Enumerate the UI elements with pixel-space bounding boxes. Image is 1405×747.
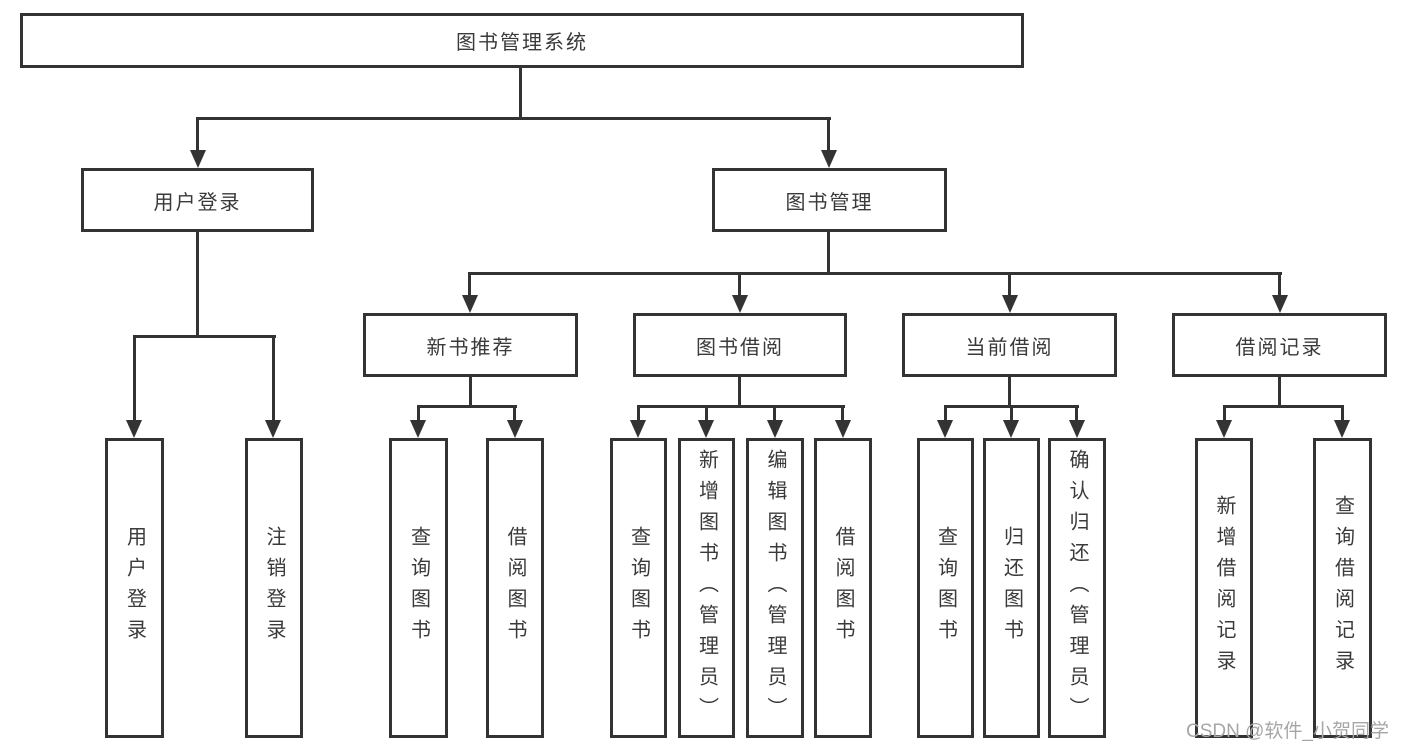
arrow-down-icon bbox=[767, 420, 783, 438]
connector-line bbox=[1008, 377, 1011, 408]
leaf-label: 用户登录 bbox=[123, 526, 146, 650]
connector-line bbox=[637, 405, 640, 422]
node-library-system: 图书管理系统 bbox=[20, 13, 1024, 68]
connector-line bbox=[1075, 405, 1078, 422]
arrow-down-icon bbox=[698, 420, 714, 438]
connector-line bbox=[196, 232, 199, 338]
arrow-down-icon bbox=[1334, 420, 1350, 438]
arrow-down-icon bbox=[1216, 420, 1232, 438]
connector-line bbox=[1223, 405, 1226, 422]
node-book-management: 图书管理 bbox=[712, 168, 947, 232]
connector-line bbox=[841, 405, 844, 422]
leaf-edit-books-admin: 编辑图书（管理员） bbox=[746, 438, 804, 738]
leaf-label: 借阅图书 bbox=[832, 526, 854, 650]
leaf-label: 归还图书 bbox=[1000, 526, 1023, 650]
connector-line bbox=[827, 232, 830, 275]
leaf-label: 新增图书（管理员） bbox=[695, 448, 718, 728]
connector-line bbox=[133, 335, 136, 422]
connector-line bbox=[738, 272, 741, 298]
leaf-user-login: 用户登录 bbox=[105, 438, 164, 738]
connector-line bbox=[513, 405, 516, 422]
leaf-query-books-borrow: 查询图书 bbox=[610, 438, 667, 738]
leaf-confirm-return-admin: 确认归还（管理员） bbox=[1048, 438, 1106, 738]
connector-line bbox=[133, 335, 276, 338]
arrow-down-icon bbox=[835, 420, 851, 438]
leaf-logout: 注销登录 bbox=[245, 438, 303, 738]
connector-line bbox=[1008, 272, 1011, 298]
connector-line bbox=[705, 405, 708, 422]
arrow-down-icon bbox=[410, 420, 426, 438]
arrow-down-icon bbox=[1272, 295, 1288, 313]
connector-line bbox=[637, 405, 845, 408]
leaf-label: 查询借阅记录 bbox=[1331, 495, 1354, 681]
leaf-return-books: 归还图书 bbox=[983, 438, 1040, 738]
arrow-down-icon bbox=[1069, 420, 1085, 438]
node-new-book-recommend: 新书推荐 bbox=[363, 313, 578, 377]
leaf-label: 查询图书 bbox=[627, 526, 650, 650]
connector-line bbox=[417, 405, 517, 408]
connector-line bbox=[272, 335, 275, 422]
node-user-login: 用户登录 bbox=[81, 168, 314, 232]
connector-line bbox=[469, 377, 472, 408]
arrow-down-icon bbox=[126, 420, 142, 438]
arrow-down-icon bbox=[630, 420, 646, 438]
leaf-query-borrow-record: 查询借阅记录 bbox=[1313, 438, 1372, 738]
connector-line bbox=[1278, 272, 1281, 298]
leaf-label: 借阅图书 bbox=[504, 526, 526, 650]
connector-line bbox=[827, 117, 830, 152]
leaf-query-books-current: 查询图书 bbox=[917, 438, 974, 738]
arrow-down-icon bbox=[937, 420, 953, 438]
connector-line bbox=[1223, 405, 1344, 408]
connector-line bbox=[944, 405, 947, 422]
arrow-down-icon bbox=[507, 420, 523, 438]
leaf-label: 确认归还（管理员） bbox=[1066, 448, 1088, 728]
leaf-borrow-books: 借阅图书 bbox=[814, 438, 872, 738]
connector-line bbox=[196, 117, 199, 152]
leaf-borrow-books-recommend: 借阅图书 bbox=[486, 438, 544, 738]
leaf-label: 新增借阅记录 bbox=[1213, 495, 1235, 681]
node-book-borrow: 图书借阅 bbox=[633, 313, 847, 377]
leaf-label: 查询图书 bbox=[407, 526, 430, 650]
connector-line bbox=[469, 272, 1282, 275]
connector-line bbox=[417, 405, 420, 422]
leaf-label: 编辑图书（管理员） bbox=[764, 448, 786, 728]
leaf-query-books-recommend: 查询图书 bbox=[389, 438, 448, 738]
arrow-down-icon bbox=[1003, 420, 1019, 438]
arrow-down-icon bbox=[190, 150, 206, 168]
arrow-down-icon bbox=[732, 295, 748, 313]
connector-line bbox=[519, 68, 522, 120]
connector-line bbox=[196, 117, 831, 120]
leaf-label: 查询图书 bbox=[934, 526, 957, 650]
leaf-add-books-admin: 新增图书（管理员） bbox=[678, 438, 735, 738]
watermark: CSDN @软件_小贺同学 bbox=[1186, 721, 1389, 742]
connector-line bbox=[1341, 405, 1344, 422]
arrow-down-icon bbox=[265, 420, 281, 438]
node-borrow-records: 借阅记录 bbox=[1172, 313, 1387, 377]
arrow-down-icon bbox=[462, 295, 478, 313]
connector-line bbox=[468, 272, 471, 298]
arrow-down-icon bbox=[821, 150, 837, 168]
connector-line bbox=[738, 377, 741, 408]
leaf-add-borrow-record: 新增借阅记录 bbox=[1195, 438, 1253, 738]
node-current-borrow: 当前借阅 bbox=[902, 313, 1117, 377]
leaf-label: 注销登录 bbox=[263, 526, 285, 650]
connector-line bbox=[1010, 405, 1013, 422]
connector-line bbox=[773, 405, 776, 422]
connector-line bbox=[1278, 377, 1281, 408]
arrow-down-icon bbox=[1002, 295, 1018, 313]
